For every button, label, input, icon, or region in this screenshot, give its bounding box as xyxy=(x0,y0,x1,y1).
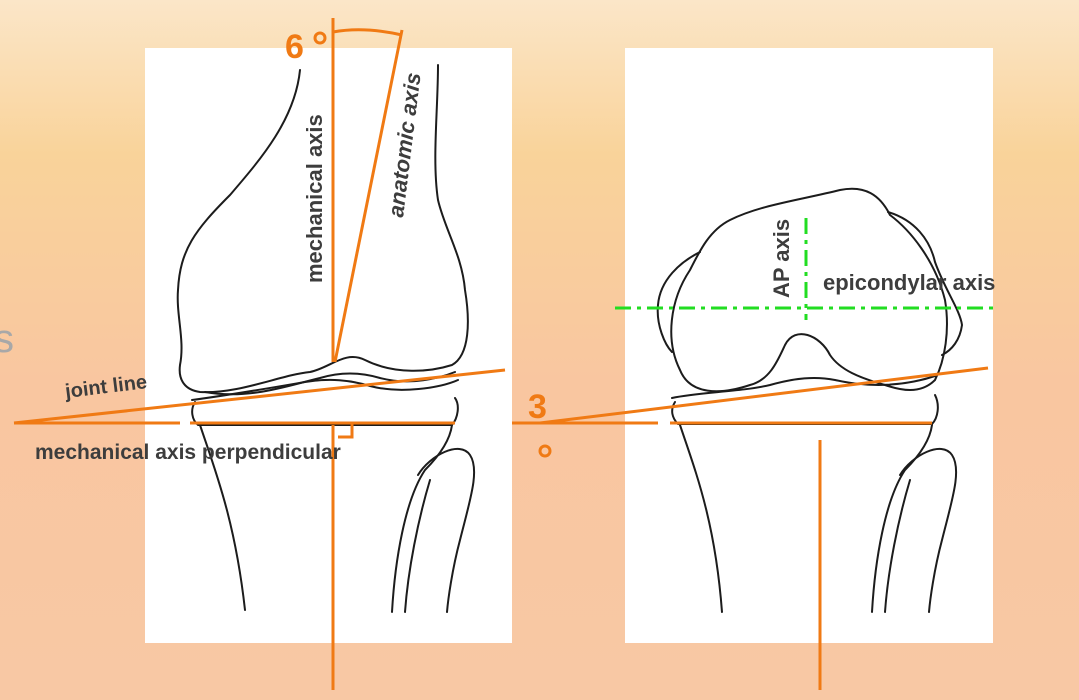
angle-6-label: 6 xyxy=(285,28,304,66)
angle-3-label: 3 xyxy=(528,388,547,426)
degree-symbol-6 xyxy=(315,33,325,43)
mechanical-axis-perpendicular-label: mechanical axis perpendicular xyxy=(35,441,341,464)
partial-left-text: s xyxy=(0,317,14,361)
degree-symbol-3 xyxy=(540,446,550,456)
mechanical-axis-label: mechanical axis xyxy=(302,114,327,283)
angle-arc-6 xyxy=(333,30,402,35)
ap-axis-label: AP axis xyxy=(769,219,794,298)
epicondylar-axis-label: epicondylar axis xyxy=(823,270,995,295)
joint-line-label: joint line xyxy=(63,371,148,403)
